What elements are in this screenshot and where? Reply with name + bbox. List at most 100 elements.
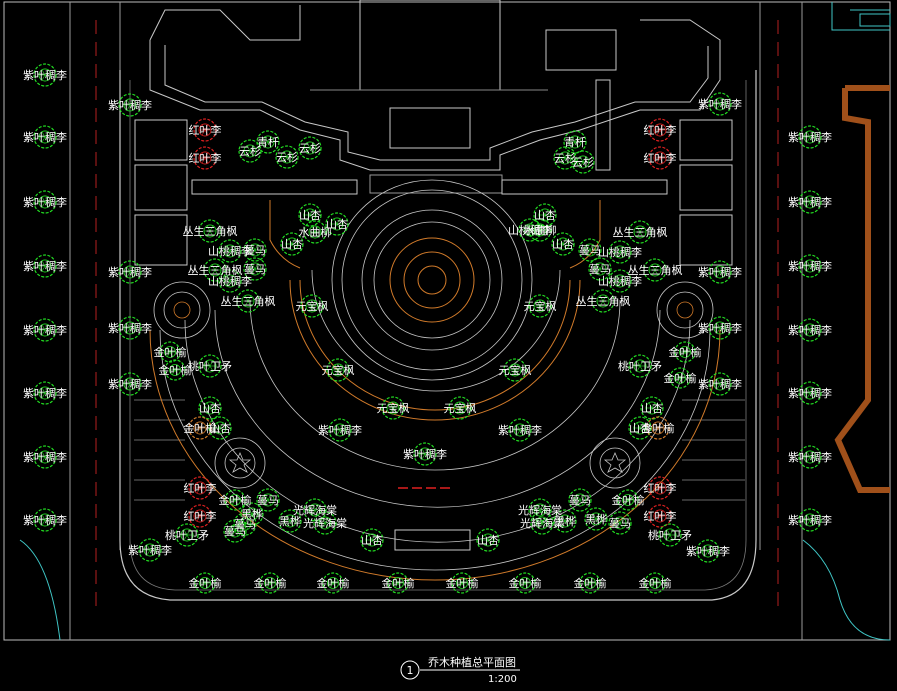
- tree-shan-xing-icon: [280, 232, 304, 256]
- tree-yuan-bao-feng-icon: [503, 358, 527, 382]
- tree-label: 紫叶稠李: [108, 265, 152, 279]
- tree-shan-xing-icon: [628, 416, 652, 440]
- tree-jin-ye-yu-icon: [322, 572, 344, 594]
- tree-hong-ye-li-icon: [188, 476, 212, 500]
- tree-label: 紫叶稠李: [108, 98, 152, 112]
- tree-label: 红叶李: [184, 481, 217, 495]
- tree-label: 黑桦: [585, 512, 607, 526]
- tree-label: 紫叶稠李: [788, 513, 832, 527]
- tree-label: 丛生三角枫: [613, 225, 668, 239]
- tree-hong-ye-li-icon: [648, 504, 672, 528]
- sheet-number-circle: [400, 660, 420, 680]
- tree-label: 金叶榆: [189, 576, 222, 590]
- tree-label: 紫叶稠李: [23, 386, 67, 400]
- tree-label: 元宝枫: [296, 299, 329, 313]
- tree-mo-ma-icon: [588, 257, 612, 281]
- tree-label: 桃叶卫矛: [618, 359, 662, 373]
- tree-jin-ye-yu-icon: [646, 416, 670, 440]
- tree-label: 金叶榆: [317, 576, 350, 590]
- tree-label: 金叶榆: [669, 345, 702, 359]
- tree-label: 紫叶稠李: [403, 447, 447, 461]
- tree-cong-sheng-san-jiao-feng-icon: [198, 219, 222, 243]
- tree-label: 金叶榆: [642, 421, 675, 435]
- tree-zi-ye-li-icon: [33, 445, 57, 469]
- tree-hong-ye-li-icon: [188, 504, 212, 528]
- tree-zi-ye-li-icon: [708, 372, 732, 396]
- tree-label: 金叶榆: [382, 576, 415, 590]
- tree-label: 山杏: [641, 402, 663, 415]
- tree-shan-tao-chou-li-icon: [218, 269, 242, 293]
- tree-label: 元宝枫: [444, 401, 477, 415]
- tree-cong-sheng-san-jiao-feng-icon: [236, 289, 260, 313]
- tree-yuan-bao-feng-icon: [381, 396, 405, 420]
- central-fountain: [331, 179, 533, 381]
- tree-mo-ma-icon: [568, 488, 592, 512]
- tree-label: 紫叶稠李: [23, 130, 67, 144]
- tree-zi-ye-li-icon: [118, 372, 142, 396]
- tree-tao-ye-wei-mao-icon: [175, 523, 199, 547]
- tree-zi-ye-li-icon: [138, 538, 162, 562]
- tree-label: 山杏: [361, 534, 383, 547]
- tree-shan-tao-chou-li-icon: [608, 269, 632, 293]
- tree-label: 云杉: [554, 151, 576, 165]
- tree-shui-qu-liu-icon: [303, 220, 327, 244]
- tree-label: 紫叶稠李: [698, 321, 742, 335]
- tree-zi-ye-li-icon: [798, 318, 822, 342]
- road-lines: [95, 20, 779, 610]
- tree-jin-ye-yu-icon: [644, 572, 666, 594]
- tree-label: 光辉海棠: [520, 516, 564, 530]
- tree-label: 元宝枫: [322, 363, 355, 377]
- tree-label: 丛生三角枫: [183, 224, 238, 238]
- tree-label: 黑桦: [554, 514, 576, 528]
- tree-jin-ye-yu-icon: [669, 367, 691, 389]
- tree-label: 金叶榆: [639, 576, 672, 590]
- tree-label: 红叶李: [644, 481, 677, 495]
- tree-zi-ye-li-icon: [798, 508, 822, 532]
- tree-zi-ye-li-icon: [33, 508, 57, 532]
- tree-label: 蔓马: [589, 262, 611, 276]
- tree-guang-hui-hai-tang-icon: [313, 511, 337, 535]
- tree-label: 山杏: [552, 238, 574, 251]
- tree-jin-ye-yu-icon: [579, 572, 601, 594]
- tree-labels: 紫叶稠李紫叶稠李紫叶稠李紫叶稠李紫叶稠李紫叶稠李紫叶稠李紫叶稠李紫叶稠李紫叶稠李…: [23, 68, 832, 590]
- tree-mo-ma-icon: [243, 238, 267, 262]
- tree-label: 丛生三角枫: [221, 294, 276, 308]
- tree-label: 元宝枫: [499, 363, 532, 377]
- tree-label: 紫叶稠李: [698, 265, 742, 279]
- tree-mo-ma-icon: [243, 257, 267, 281]
- tree-shan-xing-icon: [325, 212, 349, 236]
- tree-label: 紫叶稠李: [788, 323, 832, 337]
- tree-label: 云杉: [239, 144, 261, 158]
- tree-hong-ye-li-icon: [648, 146, 672, 170]
- tree-label: 蔓马: [224, 524, 246, 538]
- tree-zi-ye-li-icon: [118, 316, 142, 340]
- tree-zi-ye-li-icon: [708, 260, 732, 284]
- tree-label: 紫叶稠李: [23, 68, 67, 82]
- tree-qing-qian-icon: [563, 130, 587, 154]
- tree-label: 蔓马: [234, 517, 256, 531]
- tree-label: 云杉: [299, 141, 321, 155]
- tree-hong-ye-li-icon: [193, 146, 217, 170]
- tree-shan-xing-icon: [476, 528, 500, 552]
- tree-label: 山桃稠李: [598, 274, 642, 288]
- tree-label: 山杏: [281, 238, 303, 251]
- site-outline: [119, 70, 757, 601]
- tree-label: 蔓马: [244, 262, 266, 276]
- tree-label: 紫叶稠李: [788, 259, 832, 273]
- tree-tao-ye-wei-mao-icon: [628, 354, 652, 378]
- tree-label: 蔓马: [244, 243, 266, 257]
- tree-hei-hua-icon: [278, 509, 302, 533]
- tree-label: 紫叶稠李: [686, 544, 730, 558]
- tree-label: 金叶榆: [254, 576, 287, 590]
- tree-label: 桃叶卫矛: [165, 528, 209, 542]
- tree-hei-hua-icon: [553, 509, 577, 533]
- tree-label: 紫叶稠李: [23, 195, 67, 209]
- tree-label: 水曲柳: [524, 223, 557, 237]
- tree-label: 紫叶稠李: [23, 259, 67, 273]
- tree-label: 山杏: [209, 422, 231, 435]
- tree-label: 紫叶稠李: [23, 513, 67, 527]
- tree-zi-ye-li-icon: [798, 254, 822, 278]
- tree-label: 云杉: [572, 155, 594, 169]
- tree-zi-ye-li-icon: [798, 381, 822, 405]
